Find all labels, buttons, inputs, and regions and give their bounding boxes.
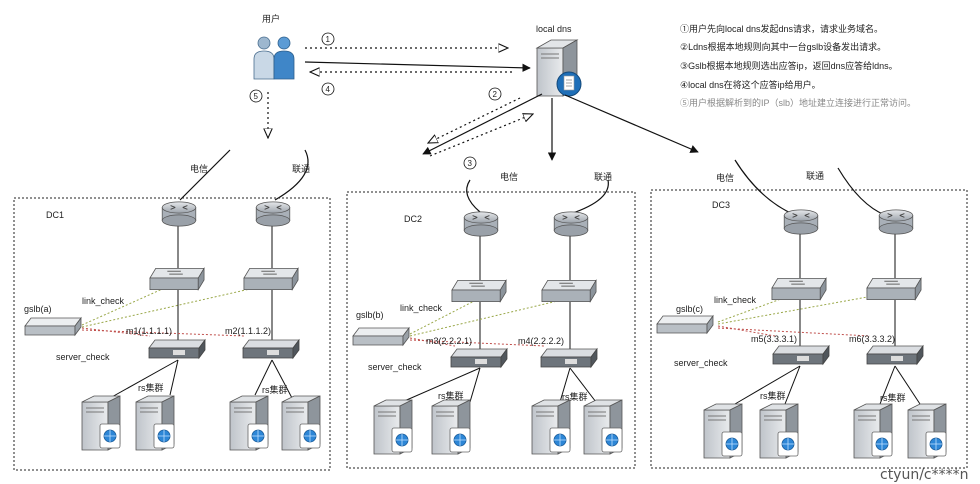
datacenter-dc3: DC3 gslb(c) link_check server_check m5(3… [650, 189, 968, 469]
flow-number-5: 5 [249, 89, 263, 103]
dc2-m-right-label: m4(2.2.2.2) [518, 336, 564, 346]
step-5: ⑤用户根据解析到的IP（slb）地址建立连接进行正常访问。 [680, 97, 916, 108]
dc1-server-check-label: server_check [56, 352, 110, 362]
dc3-server-4-icon [907, 403, 947, 459]
dc1-link-check-label: link_check [82, 296, 125, 306]
dc3-switch-right-icon [866, 277, 922, 301]
user-label: 用户 [262, 13, 280, 24]
dc1-gslb-icon [24, 317, 82, 336]
dc1-unicom-label: 联通 [292, 164, 310, 174]
dc3-server-3-icon [853, 403, 893, 459]
dc2-name: DC2 [404, 214, 422, 224]
dc2-router-right-icon [553, 211, 589, 237]
dc1-name: DC1 [46, 210, 64, 220]
dc2-server-3-icon [531, 399, 571, 455]
dc2-switch-right-icon [541, 279, 597, 303]
dc2-switch-left-icon [451, 279, 507, 303]
dc1-gslb-label: gslb(a) [24, 304, 52, 314]
dc3-router-right-icon [878, 209, 914, 235]
svg-text:3: 3 [468, 159, 473, 168]
dc1-rs-right-label: rs集群 [262, 384, 288, 395]
dc1-m-left-label: m1(1.1.1.1) [126, 326, 172, 336]
dc3-m-left-label: m5(3.3.3.1) [751, 334, 797, 344]
local-dns-label: local dns [536, 24, 572, 34]
local-dns-node: local dns [536, 24, 582, 97]
flow-number-1: 1 [321, 32, 335, 46]
user-group: 用户 [253, 13, 295, 80]
dc3-unicom-label: 联通 [806, 171, 824, 181]
dc3-server-2-icon [759, 403, 799, 459]
dc3-switch-left-icon [771, 277, 827, 301]
svg-text:2: 2 [493, 90, 498, 99]
dc3-rs-right-label: rs集群 [880, 392, 906, 403]
dc2-rs-left-label: rs集群 [438, 390, 464, 401]
dc1-server-1-icon [81, 395, 121, 451]
dc2-unicom-label: 联通 [594, 172, 612, 182]
dc2-server-4-icon [583, 399, 623, 455]
dc3-server-1-icon [703, 403, 743, 459]
dc2-isp-links: 电信 联通 [466, 171, 612, 215]
dc1-m-right-label: m2(1.1.1.2) [225, 326, 271, 336]
dc2-router-left-icon [463, 211, 499, 237]
svg-text:4: 4 [326, 85, 331, 94]
datacenter-dc1: DC1 gslb(a) link_check server_check m1(1… [13, 197, 331, 471]
dc3-lb-right-icon [866, 345, 924, 365]
svg-text:5: 5 [254, 92, 259, 101]
dc3-gslb-icon [656, 315, 714, 334]
step-2: ②Ldns根据本地规则向其中一台gslb设备发出请求。 [680, 41, 886, 52]
step-3: ③Gslb根据本地规则选出应答ip，返回dns应答给ldns。 [680, 60, 898, 71]
users-icon [253, 36, 295, 80]
dc3-telecom-label: 电信 [716, 172, 734, 183]
flow-arrows: 1 4 5 2 3 [249, 32, 699, 170]
step-4: ④local dns在将这个应答ip给用户。 [680, 79, 821, 90]
dc2-m-left-label: m3(2.2.2.1) [426, 336, 472, 346]
step-1: ①用户先向local dns发起dns请求，请求业务域名。 [680, 23, 883, 34]
dc1-server-2-icon [135, 395, 175, 451]
dc1-router-right-icon [255, 201, 291, 227]
datacenter-dc2: DC2 gslb(b) link_check server_check m3(2… [346, 191, 636, 469]
dc2-lb-right-icon [540, 348, 598, 368]
dc1-switch-right-icon [243, 267, 299, 291]
dc3-isp-links: 电信 联通 [716, 159, 886, 216]
dc1-switch-left-icon [149, 267, 205, 291]
dc2-rs-right-label: rs集群 [562, 391, 588, 402]
dc2-server-1-icon [373, 399, 413, 455]
dc2-gslb-label: gslb(b) [356, 310, 384, 320]
dc2-server-2-icon [431, 399, 471, 455]
dc3-name: DC3 [712, 200, 730, 210]
dc3-server-check-label: server_check [674, 358, 728, 368]
step-notes: ①用户先向local dns发起dns请求，请求业务域名。 ②Ldns根据本地规… [680, 23, 916, 108]
dc2-server-check-label: server_check [368, 362, 422, 372]
dc1-rs-left-label: rs集群 [138, 382, 164, 393]
dc2-telecom-label: 电信 [500, 171, 518, 182]
flow-number-3: 3 [463, 156, 477, 170]
dc3-link-check-label: link_check [714, 295, 757, 305]
dc2-link-check-label: link_check [400, 303, 443, 313]
dns-server-icon [536, 39, 582, 97]
dc2-gslb-icon [352, 327, 410, 346]
dc3-gslb-label: gslb(c) [676, 304, 703, 314]
dc3-lb-left-icon [772, 345, 830, 365]
dc3-router-left-icon [783, 209, 819, 235]
dc1-isp-links: 电信 联通 [179, 149, 310, 201]
dc2-lb-left-icon [450, 348, 508, 368]
dc1-lb-right-icon [242, 339, 300, 359]
dc1-telecom-label: 电信 [190, 163, 208, 174]
flow-number-4: 4 [321, 82, 335, 96]
watermark: ctyun/c****n [880, 467, 969, 483]
dc1-lb-left-icon [148, 339, 206, 359]
dc1-server-4-icon [281, 395, 321, 451]
svg-text:1: 1 [326, 35, 331, 44]
dc3-rs-left-label: rs集群 [760, 390, 786, 401]
dc1-server-3-icon [229, 395, 269, 451]
dc1-router-left-icon [161, 201, 197, 227]
flow-number-2: 2 [488, 87, 502, 101]
dc3-m-right-label: m6(3.3.3.2) [849, 334, 895, 344]
